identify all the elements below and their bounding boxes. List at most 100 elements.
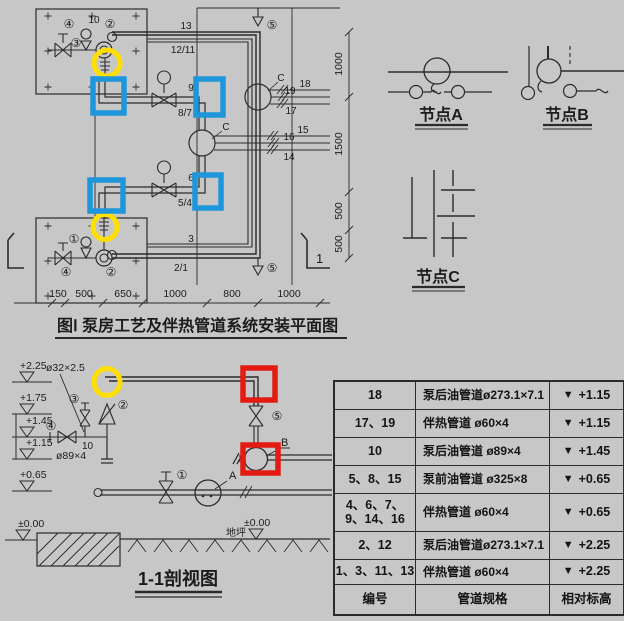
pipe-break-marks (266, 84, 290, 155)
junction-a-ball (194, 479, 222, 507)
node-b-tracing (577, 88, 609, 94)
dimension-line-right (344, 27, 354, 263)
ground-elev-marker (248, 528, 264, 540)
id-cell: 17、19 (335, 409, 415, 437)
node-a-tap-2 (450, 84, 466, 100)
node-a-tracing (388, 83, 492, 95)
junction-c-upper (244, 83, 272, 111)
label-pipe19: 19 (284, 86, 296, 97)
label-pipe14: 14 (283, 152, 295, 163)
foundation-block (36, 532, 121, 567)
check-valve-2 (98, 402, 116, 437)
branch-pipes-lower (214, 135, 330, 151)
suction-valve-4 (49, 430, 107, 444)
label-a-leader (214, 480, 228, 490)
label-pipe9: 9 (188, 83, 194, 94)
label-dn32: ø32×2.5 (46, 362, 85, 374)
ground-hatch (127, 539, 329, 553)
elevation-symbol: ▼ (562, 388, 574, 401)
plan-caption: 图Ⅰ 泵房工艺及伴热管道系统安装平面图 (57, 316, 338, 335)
elev-cell: ▼+2.25 (549, 559, 623, 584)
label-valve1-section: ① (177, 468, 188, 482)
spec-cell: 伴热管道 ø60×4 (415, 559, 549, 584)
highlight-blue-elbow-4 (192, 172, 224, 211)
label-pipe8-7: 8/7 (178, 108, 192, 119)
bottom-pump (95, 249, 113, 267)
elev-000-right: ±0.00 (244, 517, 270, 529)
top-block-piping (48, 33, 110, 79)
section-view (5, 371, 332, 598)
label-pipe18: 18 (299, 79, 311, 90)
node-captions: 节点A 节点B 节点C (416, 105, 589, 286)
spec-cell: 泵后油管道ø273.1×7.1 (415, 382, 549, 409)
elevation-value: +1.15 (578, 387, 611, 402)
elevation-symbol: ▼ (562, 505, 574, 518)
id-cell: 5、8、15 (335, 465, 415, 493)
highlight-red-corner (240, 365, 278, 403)
id-cell: 4、6、7、9、14、16 (335, 493, 415, 531)
highlight-blue-elbow-2 (193, 76, 226, 118)
highlight-red-junction-b (240, 442, 281, 476)
label-valve5-section: ⑤ (272, 409, 283, 423)
junction-b-ball (243, 446, 269, 472)
elevation-symbol: ▼ (562, 538, 574, 551)
section-caption: 1-1剖视图 (138, 568, 218, 589)
top-block-gauge (80, 28, 92, 40)
label-valve5-bottom-corner: ⑤ (267, 261, 278, 275)
node-b-main-circle (536, 58, 562, 84)
riser-base (101, 437, 113, 464)
header-spec: 管道规格 (415, 584, 549, 614)
elev-145: +1.45 (26, 415, 53, 427)
label-pipe12-11: 12/11 (171, 45, 196, 56)
label-valve3-top: ③ (71, 36, 82, 50)
elev-cell: ▼+1.45 (549, 437, 623, 465)
elevation-value: +2.25 (578, 564, 611, 579)
elevation-value: +1.15 (578, 415, 611, 430)
elevation-value: +2.25 (578, 537, 611, 552)
dim-800: 800 (223, 288, 241, 300)
id-cell: 1、3、11、13 (335, 559, 415, 584)
header-elev: 相对标高 (549, 584, 623, 614)
vent-valve-3 (79, 402, 91, 437)
highlight-blue-elbow-1 (90, 76, 127, 116)
label-valve4-section: ④ (46, 419, 57, 433)
label-pipe16: 16 (283, 132, 295, 143)
dim-500: 500 (75, 288, 93, 300)
elev-000-left: ±0.00 (18, 518, 44, 530)
label-valve4-top: ④ (64, 17, 75, 31)
manifold-valve-1 (151, 84, 177, 108)
label-ground: 地坪 (226, 526, 246, 539)
label-check2-section: ② (118, 398, 129, 412)
label-pipe3: 3 (188, 234, 194, 245)
label-pipe17: 17 (285, 106, 297, 117)
id-cell: 18 (368, 387, 382, 402)
label-node-c-lower-ref: C (222, 122, 229, 133)
elev-cell: ▼ +1.15 (549, 382, 623, 409)
junction-b-pipes (232, 452, 332, 465)
elev-225: +2.25 (20, 360, 47, 372)
label-node-c-upper-ref: C (277, 73, 284, 84)
junction-a-dot-1 (201, 494, 205, 498)
node-b-caption: 节点B (545, 105, 589, 124)
suction-pipe (100, 489, 332, 496)
elev-175: +1.75 (20, 392, 47, 404)
junction-c-lower (188, 129, 216, 157)
elevation-markers (5, 371, 52, 541)
foundation-hatch (36, 532, 120, 567)
elevation-symbol: ▼ (562, 416, 574, 429)
label-vent3-section: ③ (69, 392, 80, 406)
label-pipe15: 15 (297, 125, 309, 136)
label-pipe6: 6 (188, 173, 194, 184)
label-dn89: ø89×4 (56, 450, 86, 462)
highlight-yellow-section-corner (91, 366, 123, 398)
highlight-yellow-bottom-fitting (90, 212, 120, 242)
bottom-block-gauge (80, 236, 92, 248)
node-a-main-circle (423, 57, 451, 85)
elevation-symbol: ▼ (562, 472, 574, 485)
valve1-section (158, 471, 174, 504)
pipe-spec-table: 18 泵后油管道ø273.1×7.1 ▼ +1.15 17、19 伴热管道 ø60… (333, 380, 624, 616)
node-b-tap-2 (562, 83, 578, 99)
top-pump-flange (106, 31, 118, 43)
